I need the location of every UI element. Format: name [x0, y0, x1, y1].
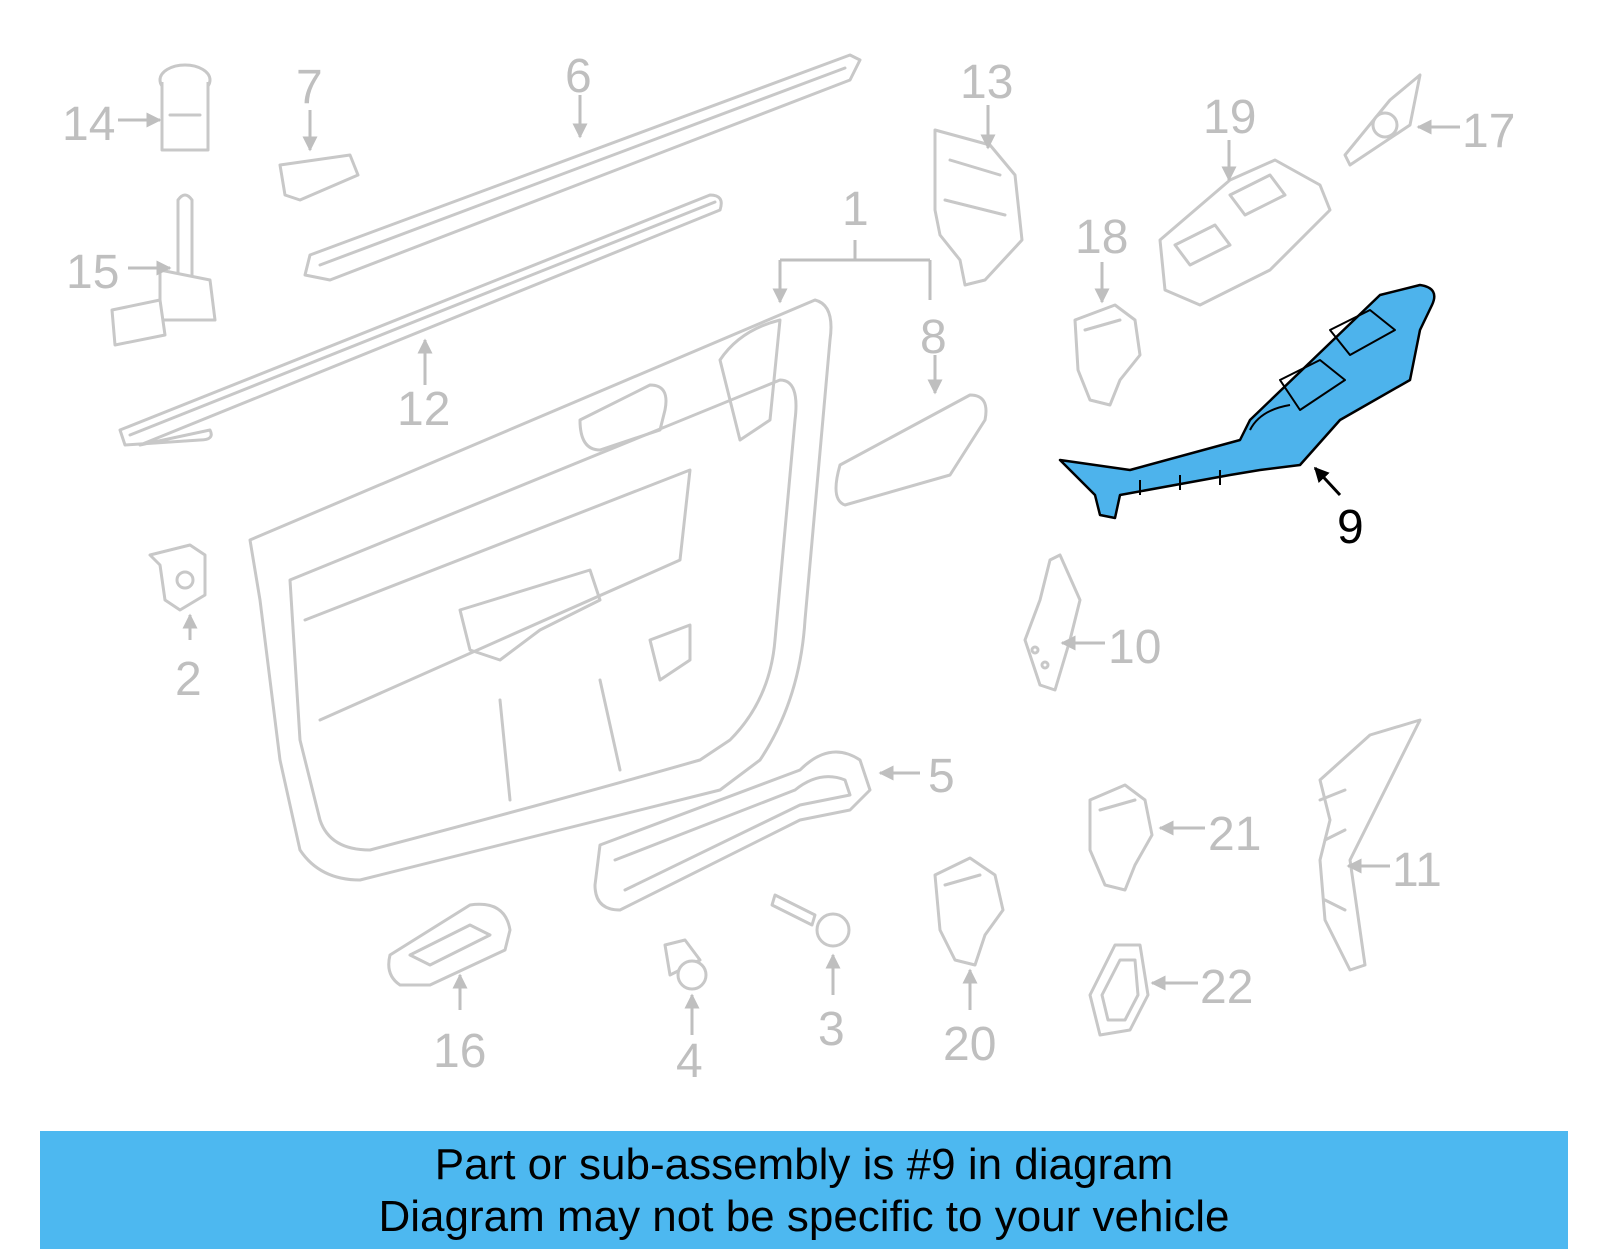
callout-label-2: 2 — [175, 653, 202, 706]
callout-label-16: 16 — [433, 1025, 486, 1078]
callout-label-11: 11 — [1392, 844, 1442, 897]
callout-label-4: 4 — [676, 1035, 703, 1088]
water-shield-part-13[interactable] — [933, 128, 1024, 287]
mirror-switch-part-17[interactable] — [1343, 73, 1422, 167]
push-pin-part-4[interactable] — [663, 938, 708, 991]
banner-line-part-number: Part or sub-assembly is #9 in diagram — [434, 1140, 1174, 1189]
weatherstrip-part-12[interactable] — [118, 193, 723, 447]
callout-label-10: 10 — [1108, 621, 1161, 674]
callout-label-8: 8 — [920, 311, 947, 364]
callout-label-7: 7 — [296, 61, 323, 114]
master-switch-part-19[interactable] — [1158, 158, 1332, 307]
info-banner: Part or sub-assembly is #9 in diagram Di… — [40, 1131, 1568, 1249]
switch-part-21[interactable] — [1088, 783, 1154, 892]
door-trim-panel-part[interactable] — [248, 298, 833, 882]
screw-part-3[interactable] — [770, 893, 851, 948]
callout-label-15: 15 — [66, 246, 119, 299]
callout-label-6: 6 — [565, 50, 592, 103]
bezel-part-22[interactable] — [1088, 943, 1150, 1037]
callout-label-20: 20 — [943, 1018, 996, 1071]
callout-label-1: 1 — [842, 183, 869, 236]
callout-label-17: 17 — [1462, 105, 1515, 158]
callout-label-19: 19 — [1203, 91, 1256, 144]
switch-part-20[interactable] — [933, 856, 1005, 967]
grommet-part-14[interactable] — [158, 63, 212, 152]
callout-label-9: 9 — [1337, 501, 1364, 554]
clip-part-7[interactable] — [278, 153, 360, 202]
callout-label-3: 3 — [818, 1003, 845, 1056]
callout-1-bracket — [778, 240, 932, 300]
callout-label-5: 5 — [928, 750, 955, 803]
clip-part-2[interactable] — [148, 543, 207, 612]
callout-label-14: 14 — [62, 98, 115, 151]
belt-molding-part-6[interactable] — [303, 53, 862, 282]
callout-label-22: 22 — [1200, 961, 1253, 1014]
trim-insert-part-8[interactable] — [834, 393, 988, 507]
callout-label-21: 21 — [1208, 808, 1261, 861]
connector-part-15[interactable] — [110, 193, 217, 347]
bracket-part-10[interactable] — [1023, 553, 1082, 692]
switch-part-18[interactable] — [1073, 303, 1142, 407]
banner-line-disclaimer: Diagram may not be specific to your vehi… — [378, 1192, 1230, 1241]
callout-label-18: 18 — [1075, 211, 1128, 264]
callout-label-12: 12 — [397, 383, 450, 436]
armrest-part-5[interactable] — [593, 750, 872, 912]
seal-part-11[interactable] — [1318, 718, 1422, 972]
callout-label-13: 13 — [960, 56, 1013, 109]
window-switch-bezel-part-9[interactable] — [1058, 283, 1436, 520]
handle-bezel-part-16[interactable] — [387, 902, 512, 987]
